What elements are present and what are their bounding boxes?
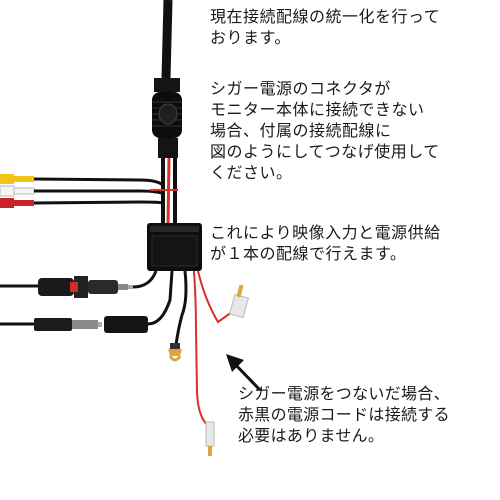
junction-box — [147, 223, 202, 271]
bullet-connector-top — [229, 284, 249, 319]
cigarette-cable — [132, 270, 158, 289]
black-power-cord — [174, 270, 188, 346]
rca-cable-red — [33, 200, 165, 205]
rca-cable-yellow — [33, 177, 166, 188]
dc-plug — [0, 270, 174, 333]
description-paragraph-2: シガー電源のコネクタが モニター本体に接続できない 場合、付属の接続配線に 図の… — [210, 79, 440, 182]
pointer-arrow — [226, 354, 262, 392]
ring-terminal — [168, 343, 182, 362]
rca-cable-white — [34, 189, 165, 196]
cigarette-plug — [0, 276, 133, 298]
rca-plugs — [0, 174, 35, 208]
round-connector — [152, 78, 182, 158]
main-cable — [161, 0, 173, 79]
cable-to-box-red — [166, 157, 171, 226]
description-paragraph-3: これにより映像入力と電源供給 が１本の配線で行えます。 — [210, 223, 441, 263]
description-paragraph-1: 現在接続配線の統一化を行って おります。 — [210, 7, 441, 47]
arrow-annotation: シガー電源をつないだ場合、 赤黒の電源コードは接続する 必要はありません。 — [238, 384, 450, 445]
red-power-cord-2 — [197, 270, 233, 324]
red-power-cord — [193, 270, 212, 429]
bullet-connector-bottom — [205, 421, 215, 456]
